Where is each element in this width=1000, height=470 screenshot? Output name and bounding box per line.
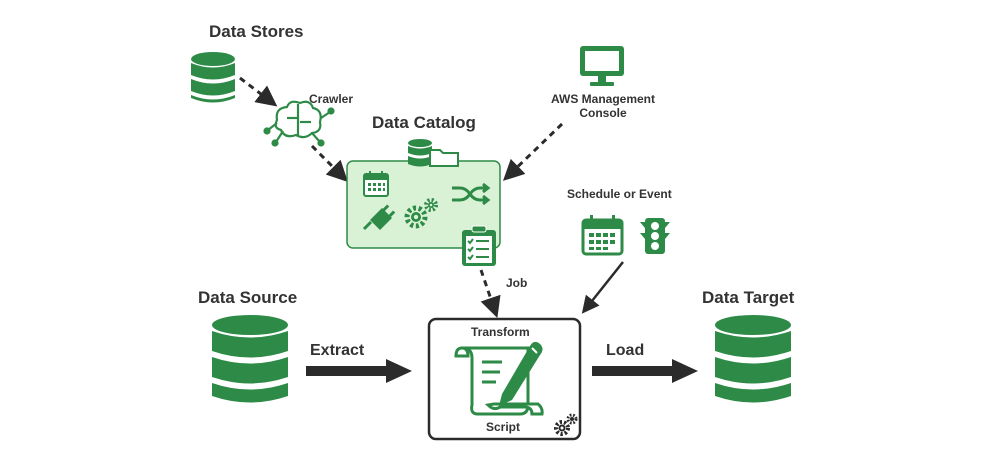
shuffle-icon: [452, 182, 491, 206]
console-to-catalog-arrow: [502, 122, 564, 181]
script-pen-icon: [454, 341, 544, 416]
extract-label: Extract: [310, 342, 365, 359]
job-arrow: [479, 269, 501, 318]
transform-gears-icon: [554, 413, 578, 436]
aws-console-line2: Console: [579, 106, 627, 120]
gears-icon: [404, 198, 438, 229]
clipboard-checklist-icon: [462, 225, 496, 266]
job-label: Job: [506, 276, 528, 290]
crawler-to-catalog-arrow: [310, 144, 348, 182]
folder-icon: [429, 149, 459, 167]
extract-arrow: [306, 359, 412, 383]
data-source-label: Data Source: [198, 288, 298, 307]
traffic-light-icon: [640, 218, 670, 254]
catalog-database-icon: [408, 139, 432, 167]
schedule-arrow: [581, 261, 624, 314]
schedule-calendar-icon: [581, 215, 624, 256]
schedule-event-label: Schedule or Event: [567, 187, 672, 201]
data-source-database-icon: [212, 315, 288, 403]
data-stores-database-icon: [191, 52, 235, 103]
monitor-icon: [580, 46, 624, 86]
load-arrow: [592, 359, 698, 383]
stores-to-crawler-arrow: [239, 76, 278, 107]
data-target-label: Data Target: [702, 288, 795, 307]
load-label: Load: [606, 342, 645, 359]
plug-icon: [362, 204, 396, 231]
crawler-brain-icon: [263, 100, 335, 147]
crawler-label: Crawler: [309, 92, 354, 106]
script-label: Script: [486, 420, 521, 434]
data-stores-label: Data Stores: [209, 22, 304, 41]
aws-console-line1: AWS Management: [550, 92, 655, 106]
aws-console-label: AWS Management Console: [538, 92, 668, 120]
transform-label: Transform: [471, 325, 530, 339]
calendar-icon: [363, 171, 389, 197]
data-target-database-icon: [715, 315, 791, 403]
data-catalog-label: Data Catalog: [372, 113, 476, 132]
